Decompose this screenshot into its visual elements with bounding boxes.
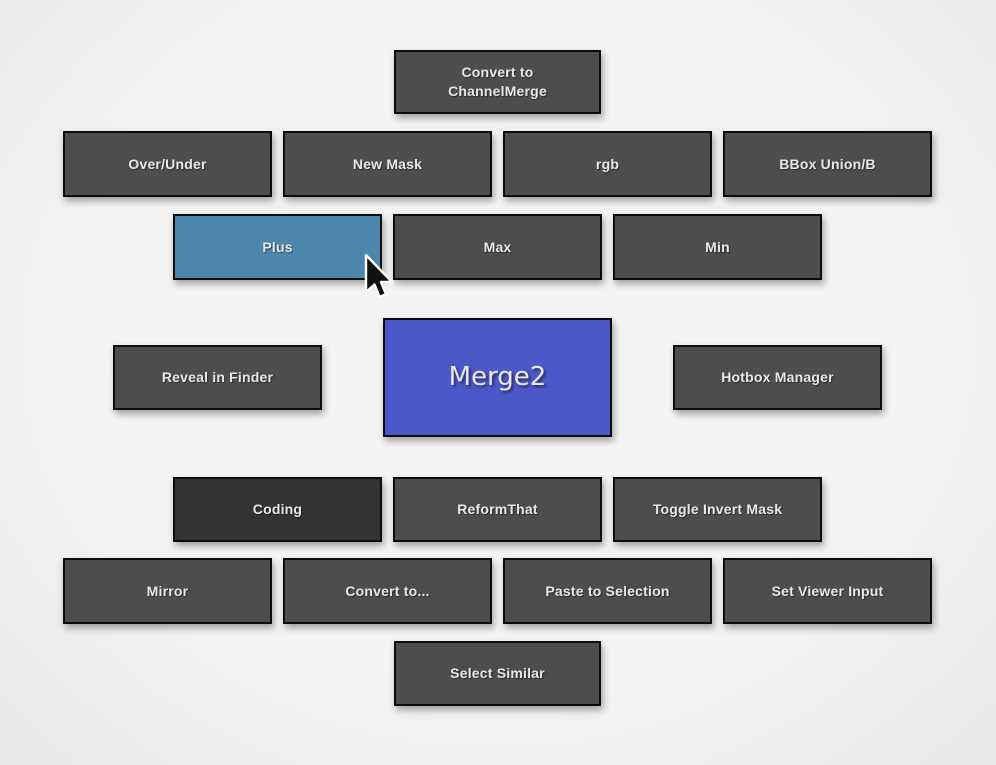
button-toggle-invert-mask[interactable]: Toggle Invert Mask xyxy=(613,477,822,542)
button-min[interactable]: Min xyxy=(613,214,822,280)
button-over-under[interactable]: Over/Under xyxy=(63,131,272,197)
button-mirror[interactable]: Mirror xyxy=(63,558,272,624)
button-max[interactable]: Max xyxy=(393,214,602,280)
button-bbox-union-b[interactable]: BBox Union/B xyxy=(723,131,932,197)
button-hotbox-manager[interactable]: Hotbox Manager xyxy=(673,345,882,410)
button-set-viewer-input[interactable]: Set Viewer Input xyxy=(723,558,932,624)
button-paste-to-selection[interactable]: Paste to Selection xyxy=(503,558,712,624)
button-merge2-center[interactable]: Merge2 xyxy=(383,318,612,437)
button-convert-to[interactable]: Convert to... xyxy=(283,558,492,624)
button-new-mask[interactable]: New Mask xyxy=(283,131,492,197)
button-coding[interactable]: Coding xyxy=(173,477,382,542)
button-select-similar[interactable]: Select Similar xyxy=(394,641,601,706)
button-convert-to-channelmerge[interactable]: Convert to ChannelMerge xyxy=(394,50,601,114)
button-rgb[interactable]: rgb xyxy=(503,131,712,197)
button-reformthat[interactable]: ReformThat xyxy=(393,477,602,542)
button-plus[interactable]: Plus xyxy=(173,214,382,280)
button-reveal-in-finder[interactable]: Reveal in Finder xyxy=(113,345,322,410)
